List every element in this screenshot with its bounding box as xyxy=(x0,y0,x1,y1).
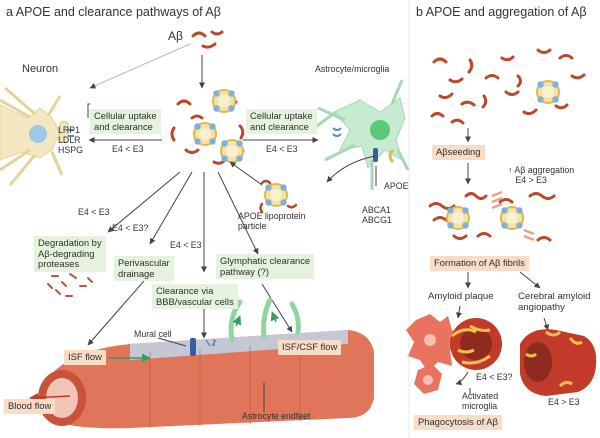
fibrils-box: Formation of Aβ fibrils xyxy=(430,256,529,271)
caa-label: Cerebral amyloid angiopathy xyxy=(518,291,591,313)
astrocyte-endfeet-label: Astrocyte endfeet xyxy=(242,411,311,421)
abeta-monomers-b xyxy=(430,48,586,125)
fibril-stacks xyxy=(491,190,535,242)
ratio-right: E4 < E3 xyxy=(266,144,298,154)
isf-csf-flow-box: ISF/CSF flow xyxy=(278,340,342,355)
caa-vessel xyxy=(520,329,597,396)
ratio-caa: E4 > E3 xyxy=(548,397,580,407)
uptake-clearance-right: Cellular uptake and clearance xyxy=(246,109,317,135)
receptor-labels: LRP1 LDLR HSPG xyxy=(58,125,83,155)
ratio-bbb: E4 < E3 xyxy=(170,240,202,250)
aggregation-label: ↑ Aβ aggregation E4 > E3 xyxy=(508,165,575,185)
activated-microglia-label: Activated microglia xyxy=(462,391,499,411)
uptake-clearance-left: Cellular uptake and clearance xyxy=(90,109,161,135)
astrocyte-microglia-label: Astrocyte/microglia xyxy=(315,64,390,74)
astrocyte-cell xyxy=(313,79,410,190)
degraded-fragments xyxy=(47,273,93,297)
plaque-label: Amyloid plaque xyxy=(428,291,494,302)
blood-flow-box: Blood flow xyxy=(4,399,56,414)
microglia-cell xyxy=(406,314,462,394)
glymphatic-box: Glymphatic clearance pathway (?) xyxy=(216,254,315,280)
astrocyte-endfeet xyxy=(228,297,301,343)
abeta-top xyxy=(191,30,224,49)
apoe-label: APOE xyxy=(384,181,409,191)
neuron-cell xyxy=(0,86,74,186)
abeta-label: Aβ xyxy=(168,29,183,43)
isf-flow-box: ISF flow xyxy=(64,350,106,365)
degradation-box: Degradation by Aβ-degrading proteases xyxy=(34,236,106,272)
amyloid-plaque xyxy=(450,318,502,370)
abca-label: ABCA1 ABCG1 xyxy=(362,205,392,225)
fibril-cluster xyxy=(428,192,556,242)
neuron-label: Neuron xyxy=(22,63,59,75)
ratio-left: E4 < E3 xyxy=(112,144,144,154)
phagocytosis-box: Phagocytosis of Aβ xyxy=(414,415,502,430)
seeding-box: Aβseeding xyxy=(432,145,485,160)
bbb-box: Clearance via BBB/vascular cells xyxy=(152,284,238,310)
perivascular-box: Perivascular drainage xyxy=(114,256,174,282)
mural-cell-label: Mural cell xyxy=(134,329,172,339)
panel-a-heading: a APOE and clearance pathways of Aβ xyxy=(6,5,221,19)
ratio-perivascular: E4 < E3? xyxy=(112,223,149,233)
blood-vessel xyxy=(38,330,374,429)
ratio-degradation: E4 < E3 xyxy=(78,207,110,217)
ratio-plaque: E4 < E3? xyxy=(476,372,513,382)
panel-b-heading: b APOE and aggregation of Aβ xyxy=(416,5,587,19)
apoe-particle-label: APOE lipoprotein particle xyxy=(238,211,306,231)
